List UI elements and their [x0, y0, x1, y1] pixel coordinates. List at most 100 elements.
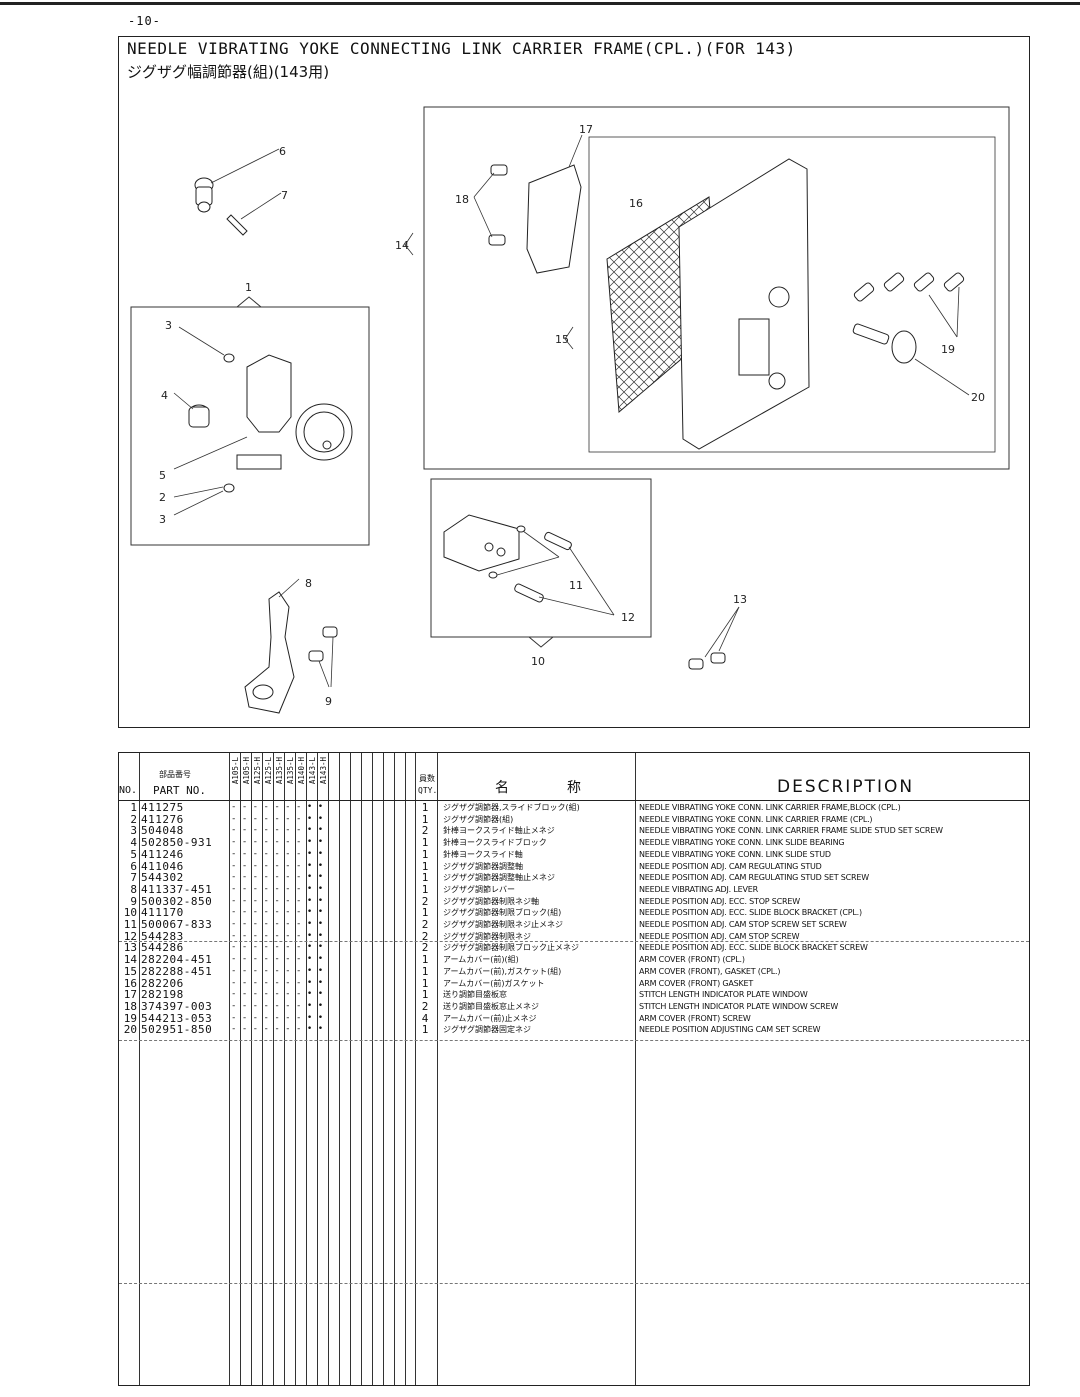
part-number: 411276 [141, 812, 184, 826]
part-number: 411246 [141, 847, 184, 861]
model-applicability-marks: - - - - - - - • • [231, 1012, 324, 1023]
quantity: 1 [421, 836, 429, 850]
model-applicability-marks: - - - - - - - • • [231, 848, 324, 859]
header-model-a140-h: A140-H [297, 757, 306, 785]
col-line-model [273, 753, 274, 1385]
col-line-model [251, 753, 252, 1385]
col-line-model [240, 753, 241, 1385]
table-separator [119, 1040, 1029, 1041]
col-line-desc [635, 753, 636, 1385]
col-line-model [284, 753, 285, 1385]
part-number: 411170 [141, 906, 184, 920]
quantity: 1 [421, 953, 429, 967]
col-line-no [139, 753, 140, 1385]
col-line-model [350, 753, 351, 1385]
col-line-model [405, 753, 406, 1385]
description: NEEDLE POSITION ADJ. CAM STOP SCREW SET … [639, 920, 847, 929]
description: NEEDLE VIBRATING YOKE CONN. LINK CARRIER… [639, 803, 901, 812]
part-number: 411275 [141, 801, 184, 814]
quantity: 1 [421, 847, 429, 861]
table-header [119, 753, 1029, 801]
header-qty: QTY. [418, 786, 438, 795]
part-number-index: 12 [123, 929, 137, 943]
part-number-index: 10 [123, 906, 137, 920]
description: ARM COVER (FRONT), GASKET (CPL.) [639, 966, 781, 976]
callout-19: 19 [941, 343, 955, 356]
part-number-index: 18 [123, 999, 137, 1013]
japanese-name: 針棒ヨークスライドブロック [443, 838, 547, 848]
callout-15: 15 [555, 333, 569, 346]
part-number-index: 13 [123, 941, 137, 955]
callout-7: 7 [281, 189, 288, 202]
japanese-name: ジグザグ調節器制限ネジ軸 [443, 896, 539, 906]
model-applicability-marks: - - - - - - - • • [231, 883, 324, 894]
part-19-screws [853, 272, 965, 302]
quantity: 4 [421, 1011, 429, 1025]
quantity: 1 [421, 812, 429, 826]
part-number-index: 15 [123, 964, 137, 978]
model-applicability-marks: - - - - - - - • • [231, 907, 324, 918]
col-line-model [317, 753, 318, 1385]
header-name-jp-1: 名 [495, 780, 509, 796]
model-applicability-marks: - - - - - - - • • [231, 802, 324, 812]
part-number: 544213-053 [141, 1011, 213, 1025]
model-applicability-marks: - - - - - - - • • [231, 954, 324, 965]
description: ARM COVER (FRONT) SCREW [639, 1013, 751, 1023]
description: NEEDLE POSITION ADJ. CAM REGULATING STUD… [639, 873, 869, 883]
callout-3-top: 3 [165, 319, 172, 332]
assembly-10-bracket [528, 636, 554, 648]
callout-6: 6 [279, 145, 286, 158]
leader-lines [173, 134, 970, 688]
part-number-index: 9 [130, 894, 137, 908]
quantity: 1 [421, 976, 429, 990]
part-number-index: 8 [130, 882, 137, 896]
header-model-a143-l: A143-L [308, 757, 317, 785]
part-number-index: 11 [123, 918, 137, 931]
part-17-window [526, 164, 582, 274]
japanese-name: ジグザグ調節器調整軸止メネジ [443, 873, 555, 883]
description: NEEDLE POSITION ADJ. ECC. SLIDE BLOCK BR… [639, 943, 868, 953]
description: NEEDLE VIBRATING YOKE CONN. LINK SLIDE B… [639, 838, 845, 848]
callout-8: 8 [305, 577, 312, 590]
quantity: 1 [421, 1023, 429, 1037]
quantity: 2 [421, 941, 429, 955]
japanese-name: ジグザグ調節レバー [443, 884, 515, 894]
description: STITCH LENGTH INDICATOR PLATE WINDOW [639, 990, 808, 1000]
callout-4: 4 [161, 389, 168, 402]
description: NEEDLE POSITION ADJ. CAM REGULATING STUD [639, 861, 822, 871]
part-number-index: 20 [123, 1023, 137, 1037]
part-9-screws [308, 626, 338, 662]
col-line-model [339, 753, 340, 1385]
part-number: 502951-850 [141, 1023, 213, 1037]
japanese-name: ジグザグ調節器制限ブロック(組) [443, 908, 562, 918]
part-number: 282206 [141, 976, 184, 990]
japanese-name: ジグザグ調節器調整軸 [443, 861, 523, 871]
model-applicability-marks: - - - - - - - • • [231, 825, 324, 836]
callout-17: 17 [579, 123, 593, 136]
illustration-frame: NEEDLE VIBRATING YOKE CONNECTING LINK CA… [118, 36, 1030, 728]
model-applicability-marks: - - - - - - - • • [231, 919, 324, 929]
table-separator [119, 1283, 1029, 1284]
japanese-name: 針棒ヨークスライド軸 [443, 849, 523, 859]
assembly-15-box [588, 136, 996, 453]
japanese-name: ジグザグ調節器固定ネジ [443, 1025, 531, 1035]
header-part-no: PART NO. [153, 784, 206, 797]
part-number-index: 1 [130, 801, 137, 814]
callout-18: 18 [455, 193, 469, 206]
callout-1: 1 [245, 281, 252, 294]
part-11-12-screws [488, 525, 572, 603]
japanese-name: 送り調節目盛板窓 [443, 990, 507, 1000]
model-applicability-marks: - - - - - - - • • [231, 1000, 324, 1011]
col-line-part [229, 753, 230, 1385]
description: NEEDLE VIBRATING ADJ. LEVER [639, 884, 758, 894]
quantity: 1 [421, 801, 429, 814]
header-model-a105-h: A105-H [242, 757, 251, 785]
part-number-index: 17 [123, 988, 137, 1002]
